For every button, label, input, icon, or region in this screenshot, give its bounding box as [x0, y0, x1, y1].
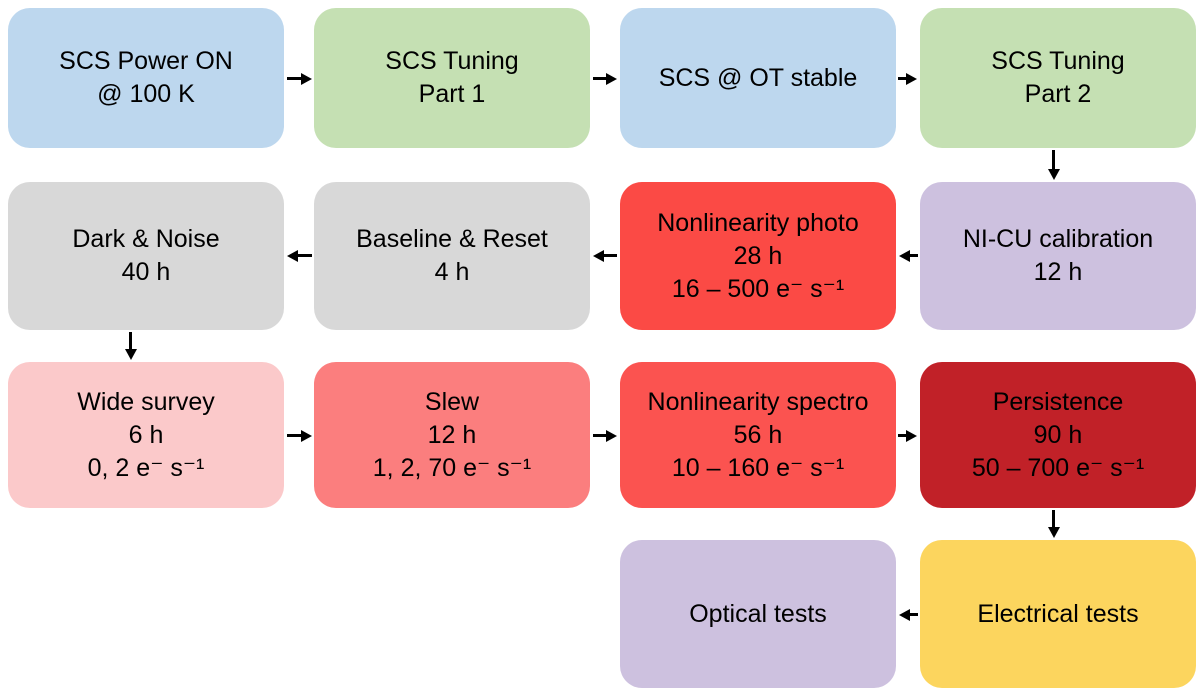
arrow-scs-tuning-part1-to-scs-ot-stable-icon	[593, 72, 617, 85]
node-label: Optical tests	[689, 599, 827, 628]
node-wide-survey: Wide survey 6 h 0, 2 e⁻ s⁻¹	[8, 362, 284, 508]
node-label: Persistence	[992, 387, 1124, 416]
node-label: Wide survey	[77, 387, 215, 416]
arrow-dark-noise-to-wide-survey-icon	[124, 332, 137, 360]
arrow-scs-ot-stable-to-scs-tuning-part2-icon	[898, 72, 917, 85]
node-label: NI-CU calibration	[962, 225, 1154, 253]
arrow-ni-cu-calibration-to-nonlinearity-photo-icon	[899, 249, 918, 262]
node-label: Slew	[424, 387, 480, 416]
node-label: 4 h	[434, 258, 470, 286]
node-scs-ot-stable: SCS @ OT stable	[620, 8, 896, 148]
node-label: SCS Power ON	[59, 47, 233, 75]
node-label: Nonlinearity spectro	[647, 387, 869, 416]
node-label: 40 h	[121, 258, 171, 286]
node-scs-power-on: SCS Power ON @ 100 K	[8, 8, 284, 148]
node-label: 6 h	[128, 420, 164, 449]
arrow-nonlinearity-spectro-to-persistence-icon	[898, 429, 917, 442]
node-electrical-tests: Electrical tests	[920, 540, 1196, 688]
node-dark-noise: Dark & Noise 40 h	[8, 182, 284, 330]
node-label: Part 2	[1024, 80, 1092, 108]
arrow-baseline-reset-to-dark-noise-icon	[287, 249, 312, 262]
node-label: 12 h	[427, 420, 477, 449]
node-label: 0, 2 e⁻ s⁻¹	[87, 453, 205, 482]
node-label: Part 1	[418, 80, 486, 108]
node-baseline-reset: Baseline & Reset 4 h	[314, 182, 590, 330]
node-label: @ 100 K	[97, 80, 195, 108]
node-persistence: Persistence 90 h 50 – 700 e⁻ s⁻¹	[920, 362, 1196, 508]
arrow-scs-power-on-to-scs-tuning-part1-icon	[287, 72, 312, 85]
node-label: 56 h	[733, 420, 783, 449]
node-slew: Slew 12 h 1, 2, 70 e⁻ s⁻¹	[314, 362, 590, 508]
arrow-wide-survey-to-slew-icon	[287, 429, 312, 442]
node-ni-cu-calibration: NI-CU calibration 12 h	[920, 182, 1196, 330]
arrow-electrical-tests-to-optical-tests-icon	[899, 608, 918, 621]
node-label: SCS Tuning	[385, 47, 519, 75]
node-label: Baseline & Reset	[356, 225, 548, 253]
node-label: 28 h	[733, 241, 783, 270]
arrow-slew-to-nonlinearity-spectro-icon	[593, 429, 617, 442]
node-label: Electrical tests	[977, 599, 1139, 628]
node-label: SCS @ OT stable	[658, 63, 858, 92]
node-label: 90 h	[1033, 420, 1083, 449]
node-label: 1, 2, 70 e⁻ s⁻¹	[372, 453, 532, 482]
node-label: SCS Tuning	[991, 47, 1125, 75]
node-nonlinearity-photo: Nonlinearity photo 28 h 16 – 500 e⁻ s⁻¹	[620, 182, 896, 330]
node-label: Nonlinearity photo	[657, 208, 859, 237]
node-label: 50 – 700 e⁻ s⁻¹	[971, 453, 1145, 482]
node-label: 10 – 160 e⁻ s⁻¹	[671, 453, 845, 482]
node-label: 16 – 500 e⁻ s⁻¹	[671, 274, 845, 303]
arrow-nonlinearity-photo-to-baseline-reset-icon	[593, 249, 617, 262]
node-label: 12 h	[1033, 258, 1083, 286]
arrow-scs-tuning-part2-to-ni-cu-calibration-icon	[1047, 150, 1060, 180]
arrow-persistence-to-electrical-tests-icon	[1047, 510, 1060, 538]
node-label: Dark & Noise	[72, 225, 220, 253]
node-scs-tuning-part1: SCS Tuning Part 1	[314, 8, 590, 148]
node-scs-tuning-part2: SCS Tuning Part 2	[920, 8, 1196, 148]
node-optical-tests: Optical tests	[620, 540, 896, 688]
node-nonlinearity-spectro: Nonlinearity spectro 56 h 10 – 160 e⁻ s⁻…	[620, 362, 896, 508]
